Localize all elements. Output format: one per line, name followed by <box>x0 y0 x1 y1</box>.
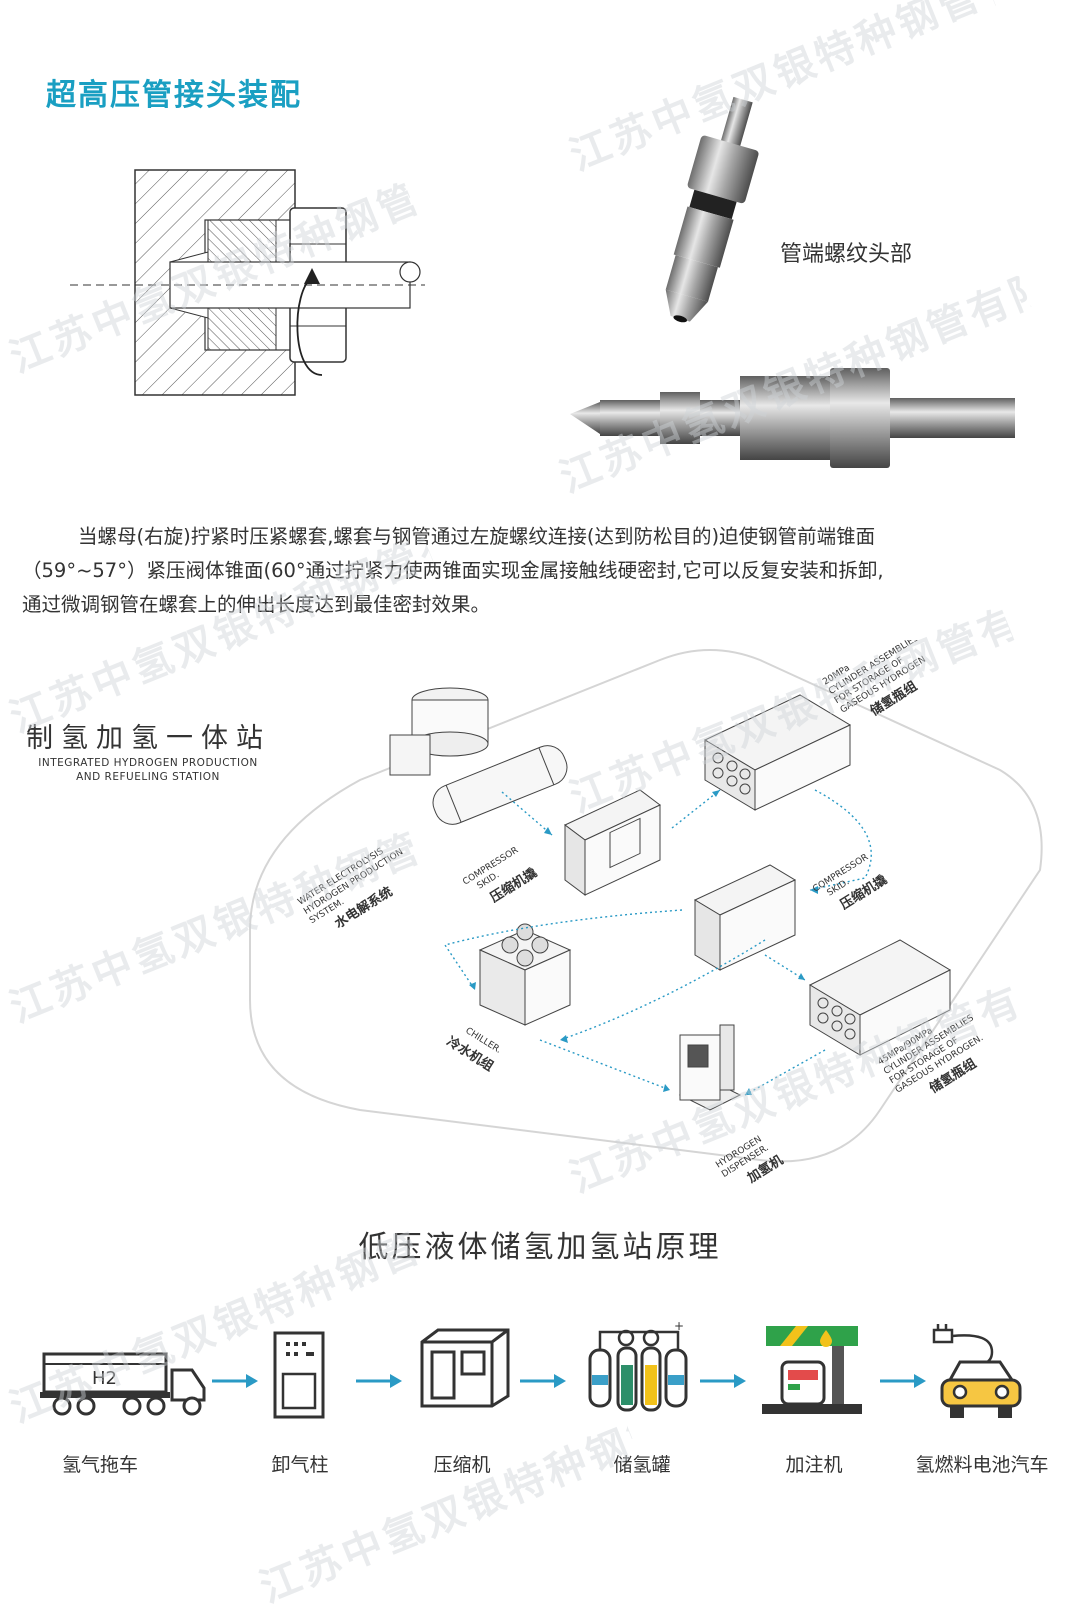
station-isometric-diagram: WATER ELECTROLYSIS HYDROGEN PRODUCTION S… <box>249 640 1043 1187</box>
step-label-fuel-cell-car: 氢燃料电池汽车 <box>915 1454 1049 1476</box>
arrow-icon-3 <box>520 1374 566 1388</box>
paragraph-line-3: 通过微调钢管在螺套上的伸出长度达到最佳密封效果。 <box>22 593 491 616</box>
truck-h2-text: H2 <box>92 1368 117 1389</box>
lowpress-title: 低压液体储氢加氢站原理 <box>358 1230 722 1265</box>
arrow-icon-4 <box>700 1374 746 1388</box>
step-label-storage-tank: 储氢罐 <box>613 1454 671 1476</box>
arrow-icon-5 <box>880 1374 926 1388</box>
electrolysis-system-icon <box>389 687 568 825</box>
compressor-skid-2-icon <box>693 864 797 971</box>
compressor-skid-1-icon <box>564 789 661 896</box>
step-label-unloading-post: 卸气柱 <box>271 1454 329 1476</box>
arrow-icon-2 <box>356 1374 402 1388</box>
watermark-9: 江苏中氢双银特种钢管有限公司 <box>253 1410 643 1612</box>
step-label-compressor: 压缩机 <box>433 1454 491 1476</box>
station-subtitle-line2: AND REFUELING STATION <box>76 771 220 783</box>
section-title-fitting: 超高压管接头装配 <box>46 78 302 113</box>
storage-cylinders-45mpa-icon <box>808 939 952 1056</box>
storage-cylinders-20mpa-icon <box>703 694 852 811</box>
step-label-truck: 氢气拖车 <box>61 1454 138 1476</box>
fitting-photo-vertical <box>665 96 759 323</box>
fitting-cross-section-diagram <box>70 169 425 396</box>
station-subtitle: INTEGRATED HYDROGEN PRODUCTION AND REFUE… <box>28 756 268 784</box>
fitting-description: 当螺母(右旋)拧紧时压紧螺套,螺套与钢管通过左旋螺纹连接(达到防松目的)迫使钢管… <box>22 520 1067 622</box>
chiller-icon <box>478 923 572 1026</box>
arrow-icon-1 <box>212 1374 258 1388</box>
station-subtitle-line1: INTEGRATED HYDROGEN PRODUCTION <box>38 757 258 769</box>
station-title: 制氢加氢一体站 <box>26 723 271 754</box>
storage-tank-icon: + <box>588 1320 688 1412</box>
compressor-icon <box>420 1328 510 1408</box>
hydrogen-dispenser-icon <box>678 1024 742 1111</box>
fuel-cell-car-icon <box>932 1324 1022 1418</box>
svg-text:+: + <box>674 1320 684 1333</box>
step-label-dispenser: 加注机 <box>785 1454 843 1476</box>
paragraph-line-1: 当螺母(右旋)拧紧时压紧螺套,螺套与钢管通过左旋螺纹连接(达到防松目的)迫使钢管… <box>78 525 876 548</box>
truck-icon: H2 <box>40 1352 206 1416</box>
photo-label: 管端螺纹头部 <box>780 242 913 267</box>
paragraph-line-2: （59°~57°）紧压阀体锥面(60°通过拧紧力使两锥面实现金属接触线硬密封,它… <box>22 559 884 582</box>
unloading-post-icon <box>273 1331 325 1419</box>
dispenser-station-icon <box>762 1326 862 1414</box>
fitting-photo-horizontal <box>570 368 1015 468</box>
